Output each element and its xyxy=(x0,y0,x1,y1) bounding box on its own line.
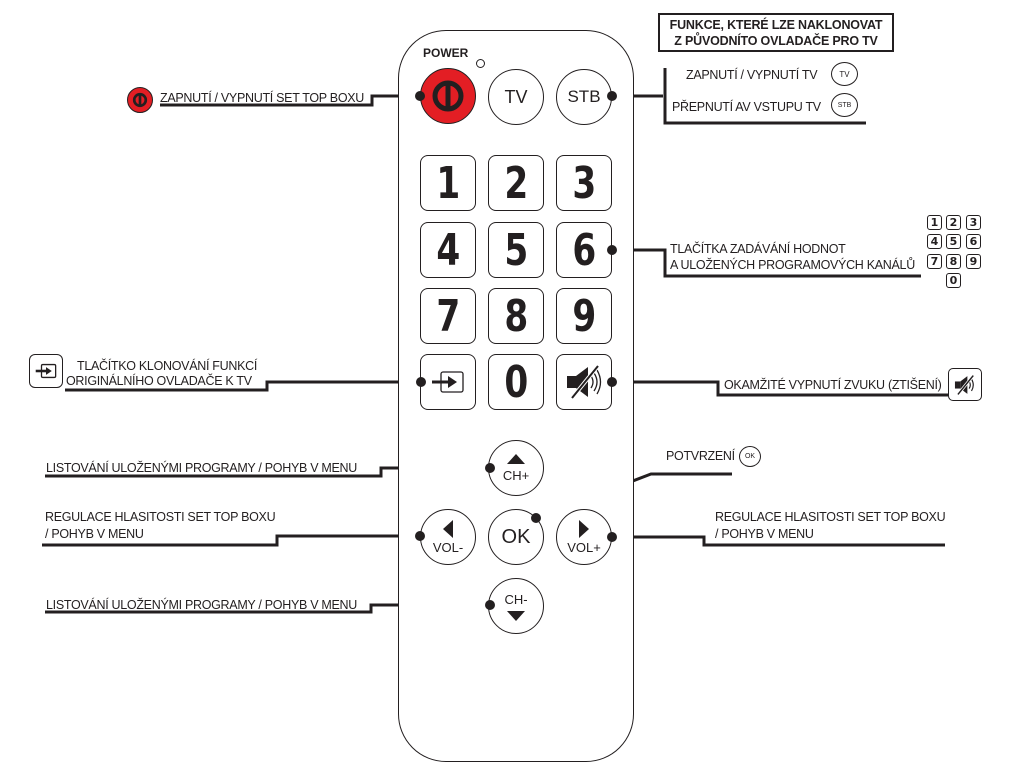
callout-tv-power: ZAPNUTÍ / VYPNUTÍ TV xyxy=(686,68,818,82)
callout-av-input: PŘEPNUTÍ AV VSTUPU TV xyxy=(672,100,821,114)
ch-minus-button[interactable]: CH- xyxy=(488,578,544,634)
arrow-right-icon xyxy=(579,519,589,538)
power-icon xyxy=(432,80,464,112)
callout-mute: OKAMŽITÉ VYPNUTÍ ZVUKU (ZTIŠENÍ) xyxy=(724,378,942,392)
mute-icon xyxy=(567,364,602,400)
key-0[interactable]: 0 xyxy=(488,354,544,410)
input-arrow-icon xyxy=(432,371,464,393)
key-8[interactable]: 8 xyxy=(488,288,544,344)
callout-ch-up: LISTOVÁNÍ ULOŽENÝMI PROGRAMY / POHYB V M… xyxy=(46,461,358,475)
leader-dot-vol-minus xyxy=(415,531,425,541)
ch-plus-button[interactable]: CH+ xyxy=(488,440,544,496)
key-9[interactable]: 9 xyxy=(556,288,612,344)
key-3[interactable]: 3 xyxy=(556,155,612,211)
leader-dot-stb xyxy=(607,91,617,101)
callout-confirm: POTVRZENÍ xyxy=(666,449,735,463)
callout-clone-line2: ORIGINÁLNÍHO OVLADAČE K TV xyxy=(66,374,252,388)
callout-power: ZAPNUTÍ / VYPNUTÍ SET TOP BOXU xyxy=(160,91,365,105)
callout-clone-line1: TLAČÍTKO KLONOVÁNÍ FUNKCÍ xyxy=(77,359,258,373)
callout-ch-down: LISTOVÁNÍ ULOŽENÝMI PROGRAMY / POHYB V M… xyxy=(46,598,358,612)
leader-dot-numbers xyxy=(607,245,617,255)
power-legend-icon xyxy=(127,87,153,113)
clone-button[interactable] xyxy=(420,354,476,410)
clone-legend-icon xyxy=(29,354,63,388)
leader-dot-mute xyxy=(607,377,617,387)
led-indicator xyxy=(476,59,485,68)
key-7[interactable]: 7 xyxy=(420,288,476,344)
key-6[interactable]: 6 xyxy=(556,222,612,278)
tv-legend-icon: TV xyxy=(831,62,858,86)
arrow-left-icon xyxy=(443,519,453,538)
stb-button[interactable]: STB xyxy=(556,69,612,125)
key-2[interactable]: 2 xyxy=(488,155,544,211)
stb-legend-icon: STB xyxy=(831,93,858,117)
key-1[interactable]: 1 xyxy=(420,155,476,211)
arrow-down-icon xyxy=(507,610,525,621)
leader-dot-ch-up xyxy=(485,463,495,473)
mute-legend-icon xyxy=(948,368,982,401)
leader-dot-ok xyxy=(531,513,541,523)
vol-minus-button[interactable]: VOL- xyxy=(420,509,476,565)
callout-numbers-line2: A ULOŽENÝCH PROGRAMOVÝCH KANÁLŮ xyxy=(670,258,915,272)
leader-dot-power xyxy=(415,91,425,101)
callout-vol-right-line2: / POHYB V MENU xyxy=(715,527,814,541)
power-button[interactable] xyxy=(420,68,476,124)
cloneable-functions-title: FUNKCE, KTERÉ LZE NAKLONOVAT Z PŮVODNÍTO… xyxy=(658,13,894,52)
leader-dot-ch-down xyxy=(485,600,495,610)
callout-vol-right-line1: REGULACE HLASITOSTI SET TOP BOXU xyxy=(715,510,946,524)
callout-vol-left-line2: / POHYB V MENU xyxy=(45,527,144,541)
callout-numbers-line1: TLAČÍTKA ZADÁVÁNÍ HODNOT xyxy=(670,242,846,256)
tv-button[interactable]: TV xyxy=(488,69,544,125)
key-4[interactable]: 4 xyxy=(420,222,476,278)
callout-vol-left-line1: REGULACE HLASITOSTI SET TOP BOXU xyxy=(45,510,276,524)
leader-dot-vol-plus xyxy=(607,532,617,542)
mute-button[interactable] xyxy=(556,354,612,410)
ok-legend-icon: OK xyxy=(739,446,761,467)
power-label: POWER xyxy=(423,46,469,60)
arrow-up-icon xyxy=(507,453,525,464)
vol-plus-button[interactable]: VOL+ xyxy=(556,509,612,565)
leader-dot-clone xyxy=(416,377,426,387)
key-5[interactable]: 5 xyxy=(488,222,544,278)
